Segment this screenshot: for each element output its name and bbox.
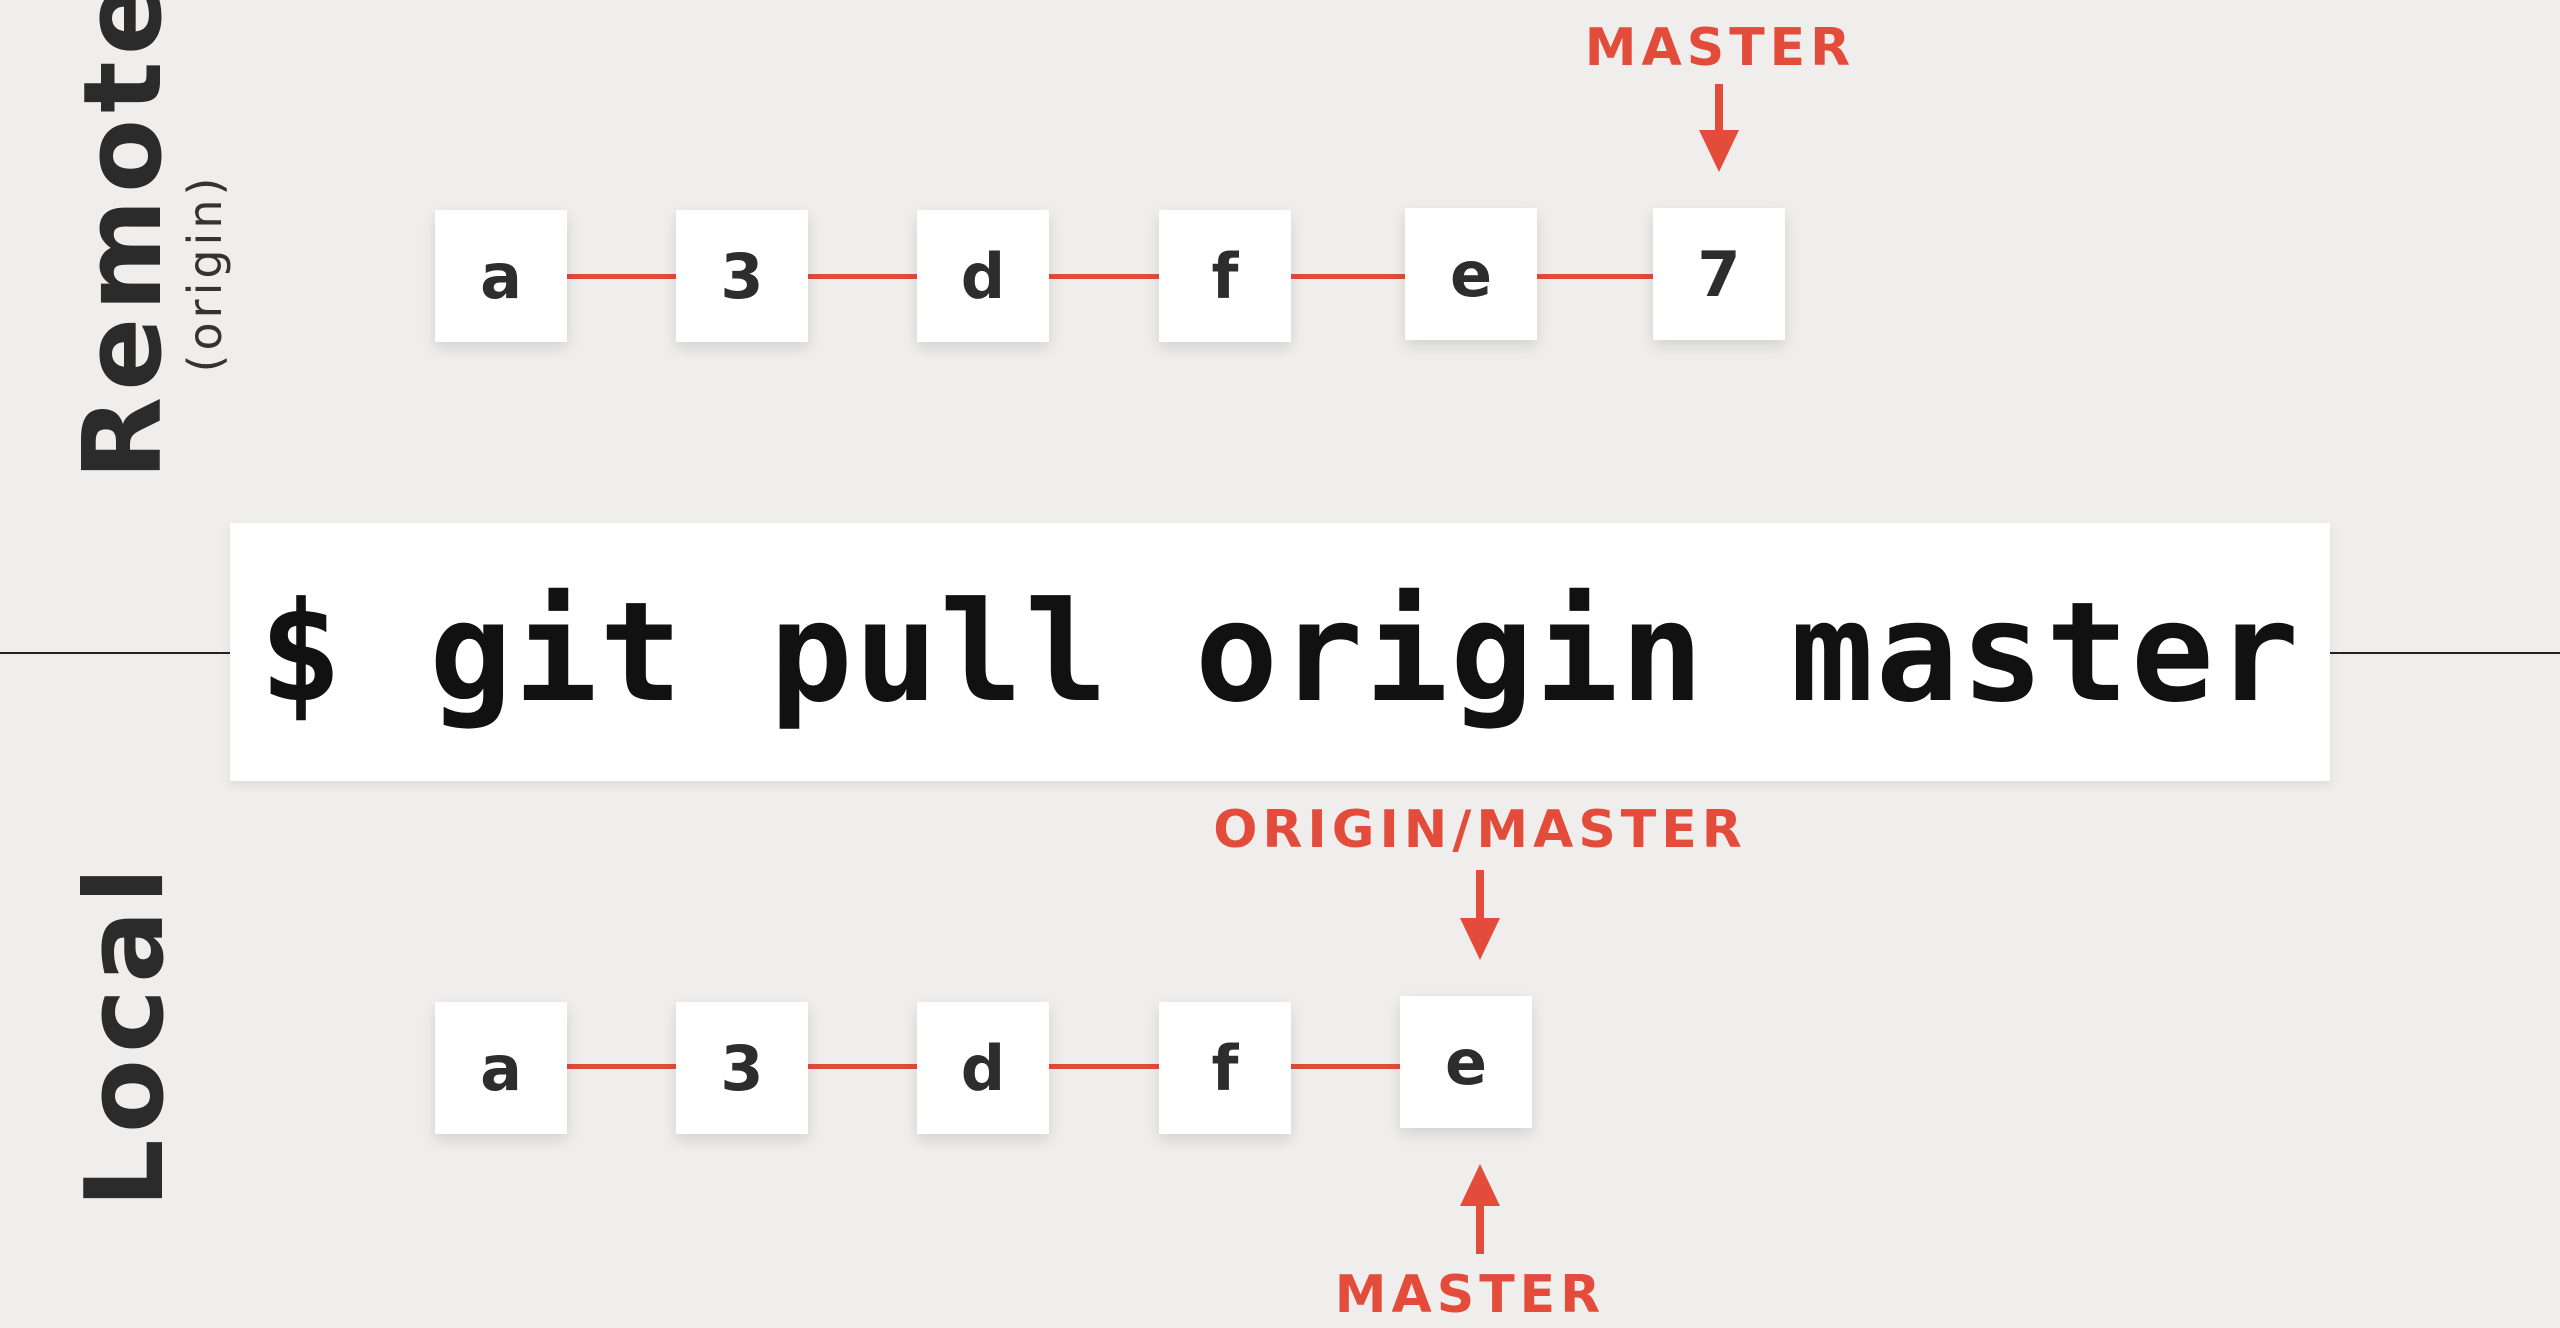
local-connector bbox=[1290, 1064, 1402, 1069]
remote-commit: e bbox=[1405, 208, 1537, 340]
arrow-up-icon bbox=[1460, 1164, 1500, 1254]
remote-connector bbox=[1048, 274, 1160, 279]
local-connector bbox=[807, 1064, 917, 1069]
local-origin-master-pointer-label: ORIGIN/MASTER bbox=[1213, 800, 1747, 860]
remote-commit: a bbox=[435, 210, 567, 342]
remote-connector bbox=[807, 274, 917, 279]
remote-commit: f bbox=[1159, 210, 1291, 342]
local-commit: d bbox=[917, 1002, 1049, 1134]
remote-commit: 3 bbox=[676, 210, 808, 342]
git-command-text: $ git pull origin master bbox=[259, 571, 2301, 733]
remote-commit: 7 bbox=[1653, 208, 1785, 340]
local-commit: f bbox=[1159, 1002, 1291, 1134]
remote-connector bbox=[566, 274, 676, 279]
remote-master-pointer-label: MASTER bbox=[1584, 18, 1856, 78]
local-connector bbox=[566, 1064, 676, 1069]
arrow-down-icon bbox=[1460, 870, 1500, 960]
local-master-pointer-label: MASTER bbox=[1334, 1265, 1606, 1325]
local-commit: a bbox=[435, 1002, 567, 1134]
arrow-down-icon bbox=[1699, 84, 1739, 172]
local-commit: 3 bbox=[676, 1002, 808, 1134]
remote-connector bbox=[1536, 274, 1654, 279]
local-connector bbox=[1048, 1064, 1160, 1069]
remote-commit: d bbox=[917, 210, 1049, 342]
local-commit: e bbox=[1400, 996, 1532, 1128]
command-box: $ git pull origin master bbox=[230, 523, 2330, 781]
remote-connector bbox=[1290, 274, 1406, 279]
